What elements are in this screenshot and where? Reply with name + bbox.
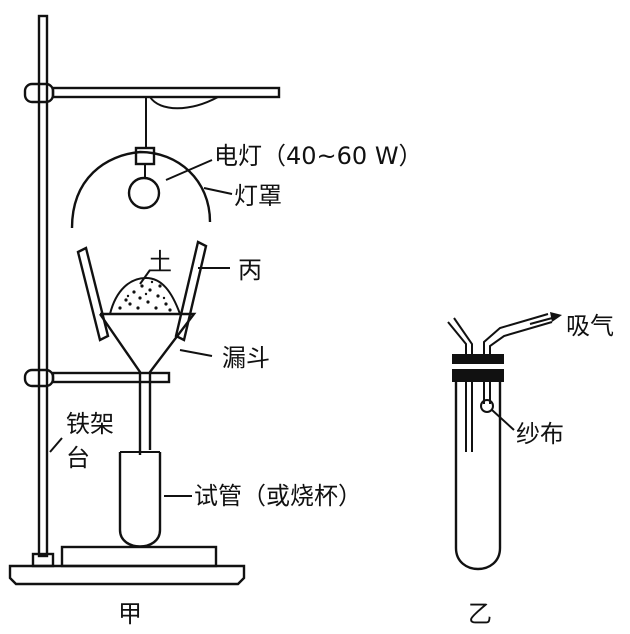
- leader-gauze: [491, 409, 515, 431]
- screen-right: [174, 240, 208, 342]
- caption-b: 乙: [468, 600, 492, 628]
- tube-b: [454, 354, 502, 571]
- lamp-bulb: [127, 176, 161, 210]
- label-funnel: 漏斗: [222, 344, 270, 372]
- suction-arrow-head: [550, 312, 562, 322]
- leader-lamp: [165, 159, 213, 181]
- label-stand-line1: 铁架: [66, 410, 114, 438]
- leader-soil: [139, 269, 151, 285]
- stopper-band: [452, 364, 504, 369]
- screen-left: [76, 246, 110, 342]
- middle-arm: [51, 371, 171, 384]
- label-stand-line2: 台: [66, 444, 90, 472]
- label-bing: 丙: [238, 256, 262, 284]
- apparatus-a: [8, 14, 281, 586]
- test-tube-base: [60, 545, 218, 568]
- funnel: [99, 312, 197, 455]
- label-suction: 吸气: [566, 312, 614, 340]
- inlet-tube: [465, 382, 473, 452]
- test-tube: [118, 452, 162, 548]
- gauze-plug: [480, 399, 494, 413]
- label-lampshade: 灯罩: [234, 182, 282, 210]
- leader-lampshade: [203, 187, 233, 195]
- rod-foot: [31, 552, 55, 568]
- apparatus-b: [447, 312, 562, 571]
- soil-texture: [118, 280, 172, 312]
- label-lamp: 电灯（40~60 W）: [214, 142, 423, 170]
- caption-a: 甲: [118, 600, 142, 628]
- outlet-tube-bend: [483, 313, 553, 354]
- soil-mound: [109, 276, 181, 315]
- leader-funnel: [179, 349, 213, 357]
- lamp-socket: [134, 146, 156, 166]
- label-test-tube: 试管（或烧杯）: [194, 482, 362, 510]
- stand-rod: [37, 14, 49, 558]
- inlet-tube-bend: [447, 317, 473, 354]
- top-arm: [51, 86, 281, 99]
- leader-stand: [49, 437, 63, 453]
- lamp-cord-wrap: [149, 96, 219, 110]
- lampshade: [70, 150, 212, 229]
- label-soil: 土: [148, 248, 172, 276]
- label-gauze: 纱布: [516, 420, 564, 448]
- stand-base: [8, 564, 246, 586]
